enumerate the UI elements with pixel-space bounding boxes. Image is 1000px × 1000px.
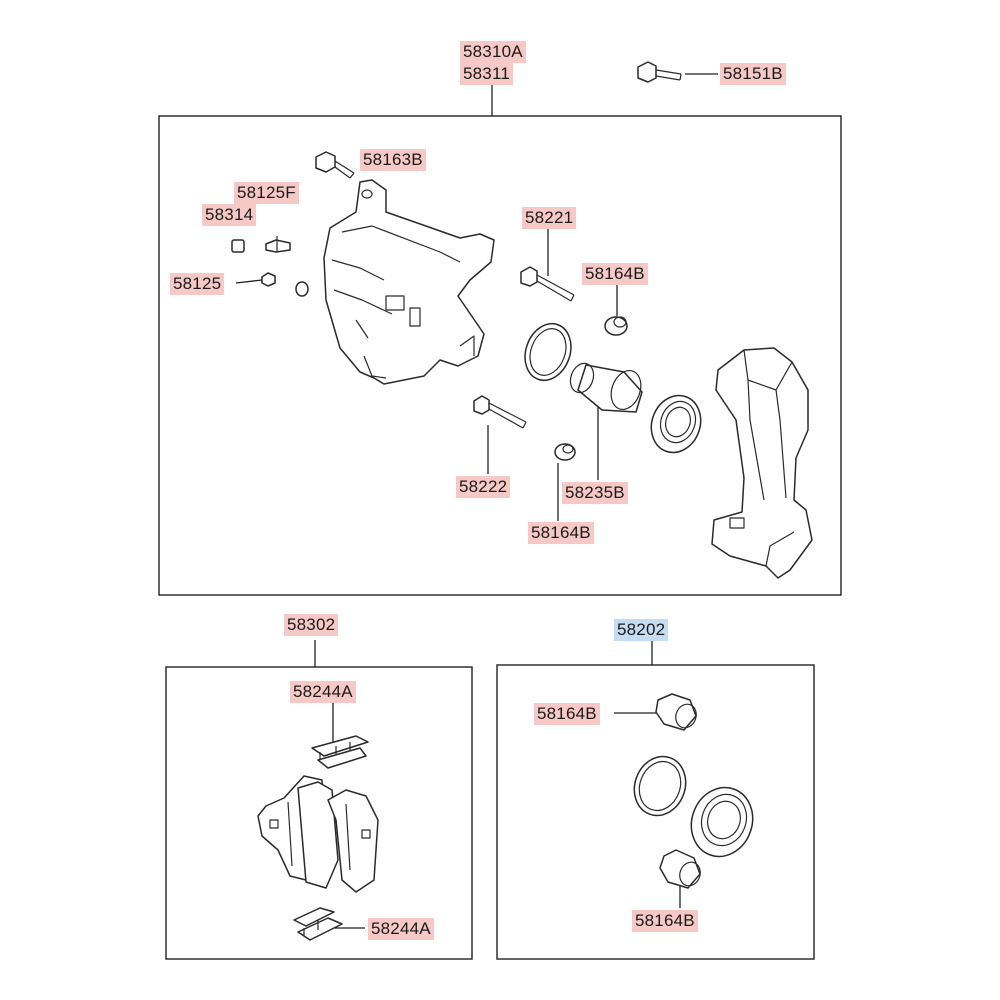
leader-lines [235,73,718,929]
label-58151B[interactable]: 58151B [720,63,786,85]
label-58164B-lower[interactable]: 58164B [528,522,594,544]
seal-kit-seal[interactable] [626,749,694,822]
seal-kit-boot-bottom[interactable] [659,849,704,889]
guide-pin-upper[interactable] [520,266,575,302]
label-58221[interactable]: 58221 [522,207,577,229]
caliper-assembly-frame [158,115,842,596]
label-58244A-top[interactable]: 58244A [290,681,356,703]
label-58310A[interactable]: 58310A [460,41,526,63]
label-58164B-kit-top[interactable]: 58164B [534,703,600,725]
boot-lower[interactable] [554,443,576,461]
top-bolt[interactable] [315,151,355,179]
pad-clip-top[interactable] [311,735,369,769]
piston-seal[interactable] [517,317,578,387]
bleeder-cap[interactable] [231,239,245,253]
label-58164B-upper[interactable]: 58164B [582,263,648,285]
label-58125F[interactable]: 58125F [234,182,299,204]
label-58163B[interactable]: 58163B [360,149,426,171]
label-58164B-kit-bottom[interactable]: 58164B [632,910,698,932]
piston-boot[interactable] [644,389,709,460]
pad-kit-frame [165,666,473,960]
bleeder-nut[interactable] [261,272,276,287]
guide-pin-lower[interactable] [473,395,527,429]
guide-bolt[interactable] [637,61,682,83]
label-58235B[interactable]: 58235B [562,482,628,504]
seal-kit-boot-top[interactable] [655,693,700,731]
caliper-carrier[interactable] [711,347,813,579]
bleeder-screw[interactable] [265,236,291,253]
label-58311[interactable]: 58311 [460,63,514,85]
label-58314[interactable]: 58314 [202,204,257,226]
seal-kit-dust-boot[interactable] [682,779,762,865]
piston[interactable] [567,360,646,413]
label-58302[interactable]: 58302 [284,614,339,636]
label-58244A-bottom[interactable]: 58244A [368,918,434,940]
label-58222[interactable]: 58222 [456,476,511,498]
dust-cap [295,281,309,297]
caliper-body[interactable] [323,179,495,385]
label-58125[interactable]: 58125 [170,273,225,295]
brake-pads[interactable] [257,775,379,893]
pad-clip-bottom[interactable] [293,907,343,941]
seal-kit-frame [496,664,815,960]
boot-upper[interactable] [604,316,628,336]
label-58202[interactable]: 58202 [614,619,669,641]
